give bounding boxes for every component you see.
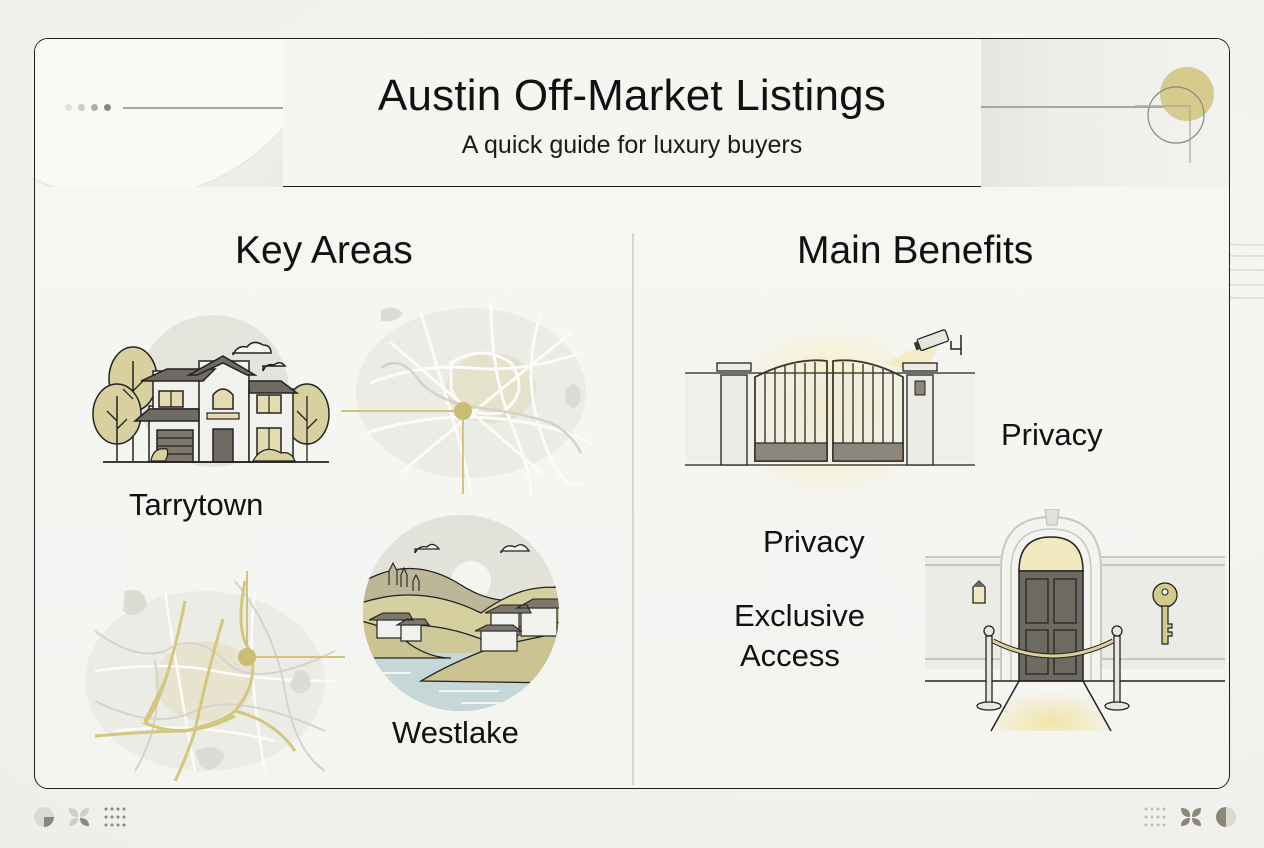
header: Austin Off-Market Listings A quick guide… xyxy=(35,39,1229,187)
title-block: Austin Off-Market Listings A quick guide… xyxy=(283,39,981,187)
column-divider xyxy=(632,233,634,785)
infographic-card: Austin Off-Market Listings A quick guide… xyxy=(34,38,1230,789)
lake-hills-icon xyxy=(363,515,559,711)
austin-map-south-icon xyxy=(85,571,345,781)
header-left-line xyxy=(123,107,283,109)
footer-left-icons xyxy=(33,806,129,828)
star-grid-icon xyxy=(104,807,126,827)
austin-map-north-icon xyxy=(341,301,593,495)
benefit-label-access: Access xyxy=(740,638,840,673)
dot xyxy=(65,104,72,111)
area-label-tarrytown: Tarrytown xyxy=(129,487,264,522)
benefit-label-exclusive: Exclusive xyxy=(734,598,865,633)
benefit-label-privacy: Privacy xyxy=(763,524,865,559)
dot xyxy=(78,104,85,111)
page-title: Austin Off-Market Listings xyxy=(377,71,887,120)
private-door-icon xyxy=(925,509,1225,732)
dot xyxy=(91,104,98,111)
header-dots xyxy=(65,104,111,111)
key-areas-title: Key Areas xyxy=(235,229,413,272)
house-icon xyxy=(92,315,330,467)
gold-circle-icon xyxy=(1135,67,1214,163)
leaf-pinwheel-icon xyxy=(1181,808,1201,826)
benefit-label-exclusive-access: Exclusive Access xyxy=(734,596,865,676)
dot xyxy=(104,104,111,111)
header-left-decor xyxy=(35,39,283,187)
leaf-pinwheel-icon xyxy=(69,808,89,826)
gated-entrance-icon xyxy=(685,320,975,495)
main-benefits-title: Main Benefits xyxy=(797,229,1034,272)
star-grid-icon xyxy=(1144,807,1166,827)
area-label-westlake: Westlake xyxy=(392,715,519,750)
half-circle-icon xyxy=(34,807,54,827)
page-subtitle: A quick guide for luxury buyers xyxy=(461,131,803,159)
decorative-arc xyxy=(35,39,283,187)
header-right-line xyxy=(981,106,1171,108)
benefit-label-privacy-side: Privacy xyxy=(1001,417,1103,452)
half-circle-icon xyxy=(1216,807,1236,827)
footer-right-icons xyxy=(1143,806,1237,828)
